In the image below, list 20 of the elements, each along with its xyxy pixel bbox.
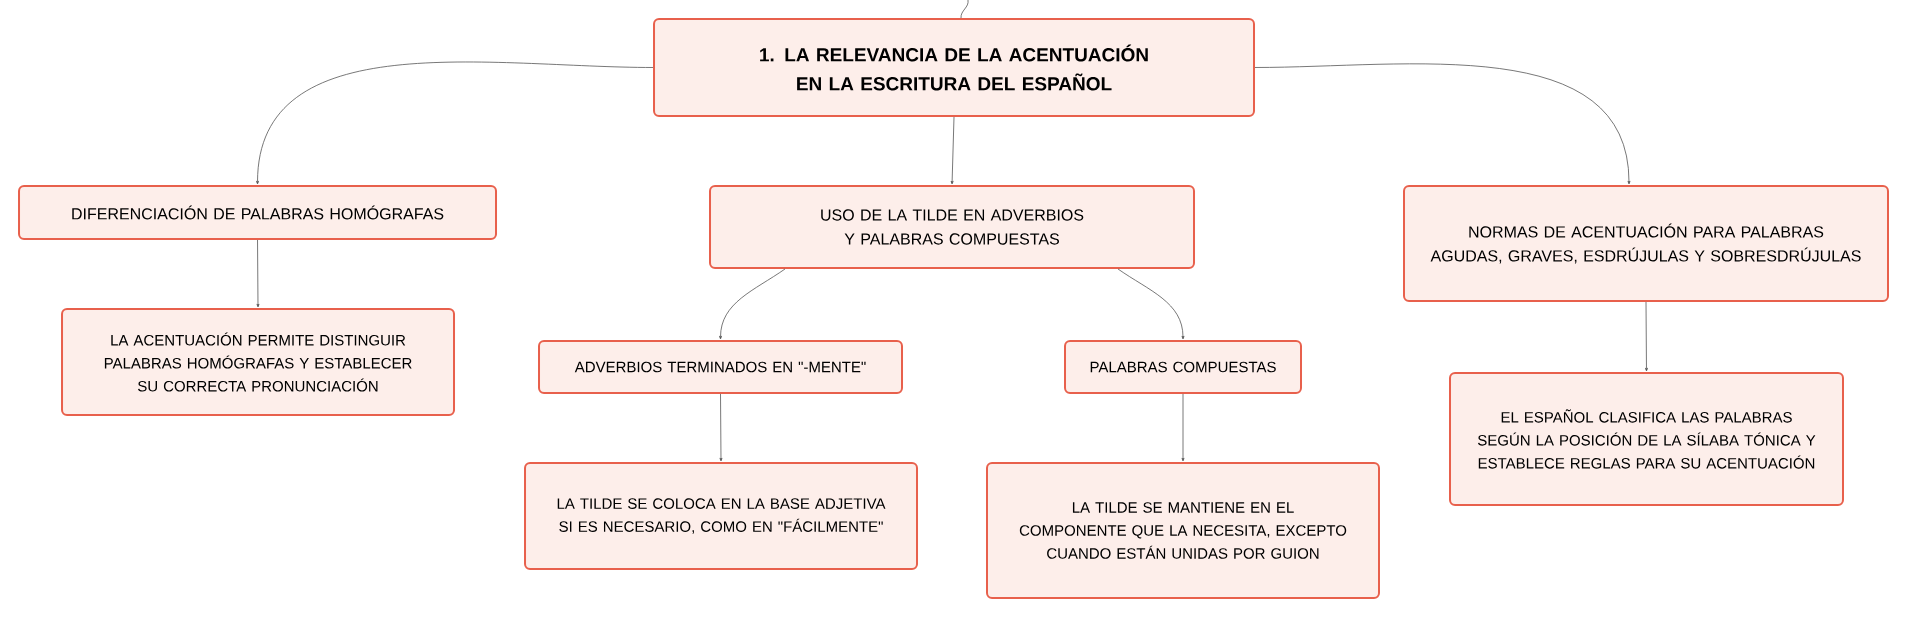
topic-box: PALABRAS COMPUESTAS (1064, 340, 1302, 394)
topic-box: ADVERBIOS TERMINADOS EN "-MENTE" (538, 340, 903, 394)
connector (1117, 268, 1185, 340)
title-box: 1. LA RELEVANCIA DE LA ACENTUACIÓN EN LA ESCRITURA DEL ESPAÑOL (653, 18, 1255, 117)
topic-box: NORMAS DE ACENTUACIÓN PARA PALABRAS AGUDAS, GRAVES, ESDRÚJULAS Y SOBRESDRÚJULAS (1403, 185, 1889, 302)
connector (1254, 63, 1631, 185)
topic-box: EL ESPAÑOL CLASIFICA LAS PALABRAS SEGÚN LA POSICIÓN DE LA SÍLABA TÓNICA Y ESTABLECE REGLAS PARA SU ACENTUACIÓN (1449, 372, 1844, 506)
connector (256, 61, 654, 185)
topic-box: LA TILDE SE MANTIENE EN EL COMPONENTE QUE LA NECESITA, EXCEPTO CUANDO ESTÁN UNIDAS POR GUION (986, 462, 1380, 599)
topic-box: LA ACENTUACIÓN PERMITE DISTINGUIR PALABRAS HOMÓGRAFAS Y ESTABLECER SU CORRECTA PRONUNCIACIÓN (61, 308, 455, 416)
connector (719, 268, 786, 340)
connector (1181, 393, 1185, 462)
connector (960, 0, 969, 19)
connector (256, 239, 260, 308)
topic-box: USO DE LA TILDE EN ADVERBIOS Y PALABRAS COMPUESTAS (709, 185, 1195, 269)
topic-box: DIFERENCIACIÓN DE PALABRAS HOMÓGRAFAS (18, 185, 497, 240)
connector (1645, 301, 1648, 372)
connector (719, 393, 723, 462)
connector (950, 116, 955, 185)
topic-box: LA TILDE SE COLOCA EN LA BASE ADJETIVA SI ES NECESARIO, COMO EN "FÁCILMENTE" (524, 462, 918, 570)
